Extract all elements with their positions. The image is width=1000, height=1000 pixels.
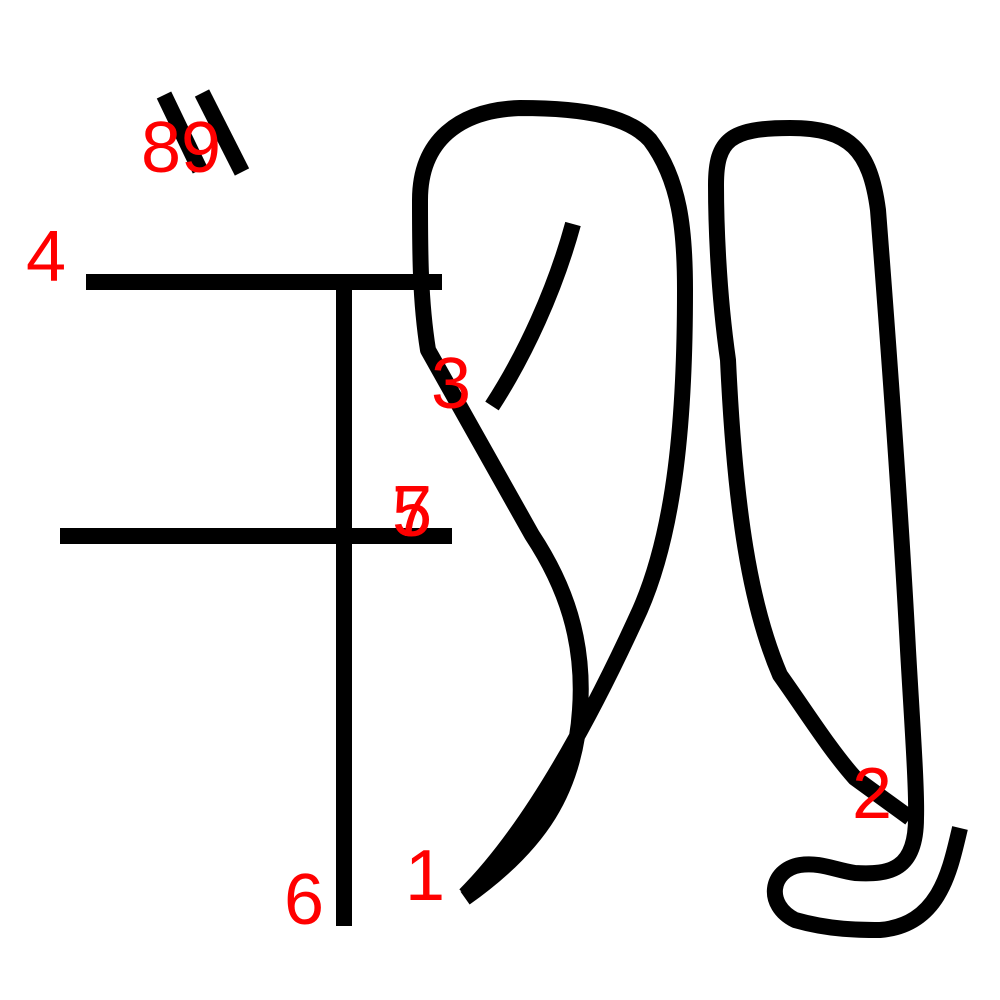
stroke-label-7: 7 <box>392 472 432 552</box>
stroke-label-4: 4 <box>26 217 66 297</box>
stroke-3 <box>485 221 581 411</box>
stroke-label-2: 2 <box>852 754 892 834</box>
stroke-label-5: 5 <box>392 472 432 552</box>
stroke-label-1: 1 <box>405 836 445 916</box>
stroke-2 <box>708 120 968 938</box>
stroke-9 <box>194 89 250 176</box>
stroke-label-6: 6 <box>284 860 324 940</box>
stroke-label-3: 3 <box>431 344 471 424</box>
stroke-number-labels: 1 2 3 4 5 6 7 8 9 <box>26 108 892 940</box>
stroke-group <box>60 89 968 938</box>
stroke-label-8: 8 <box>141 108 181 188</box>
stroke-8 <box>156 91 208 174</box>
stroke-label-9: 9 <box>181 108 221 188</box>
stroke-1 <box>412 100 693 905</box>
